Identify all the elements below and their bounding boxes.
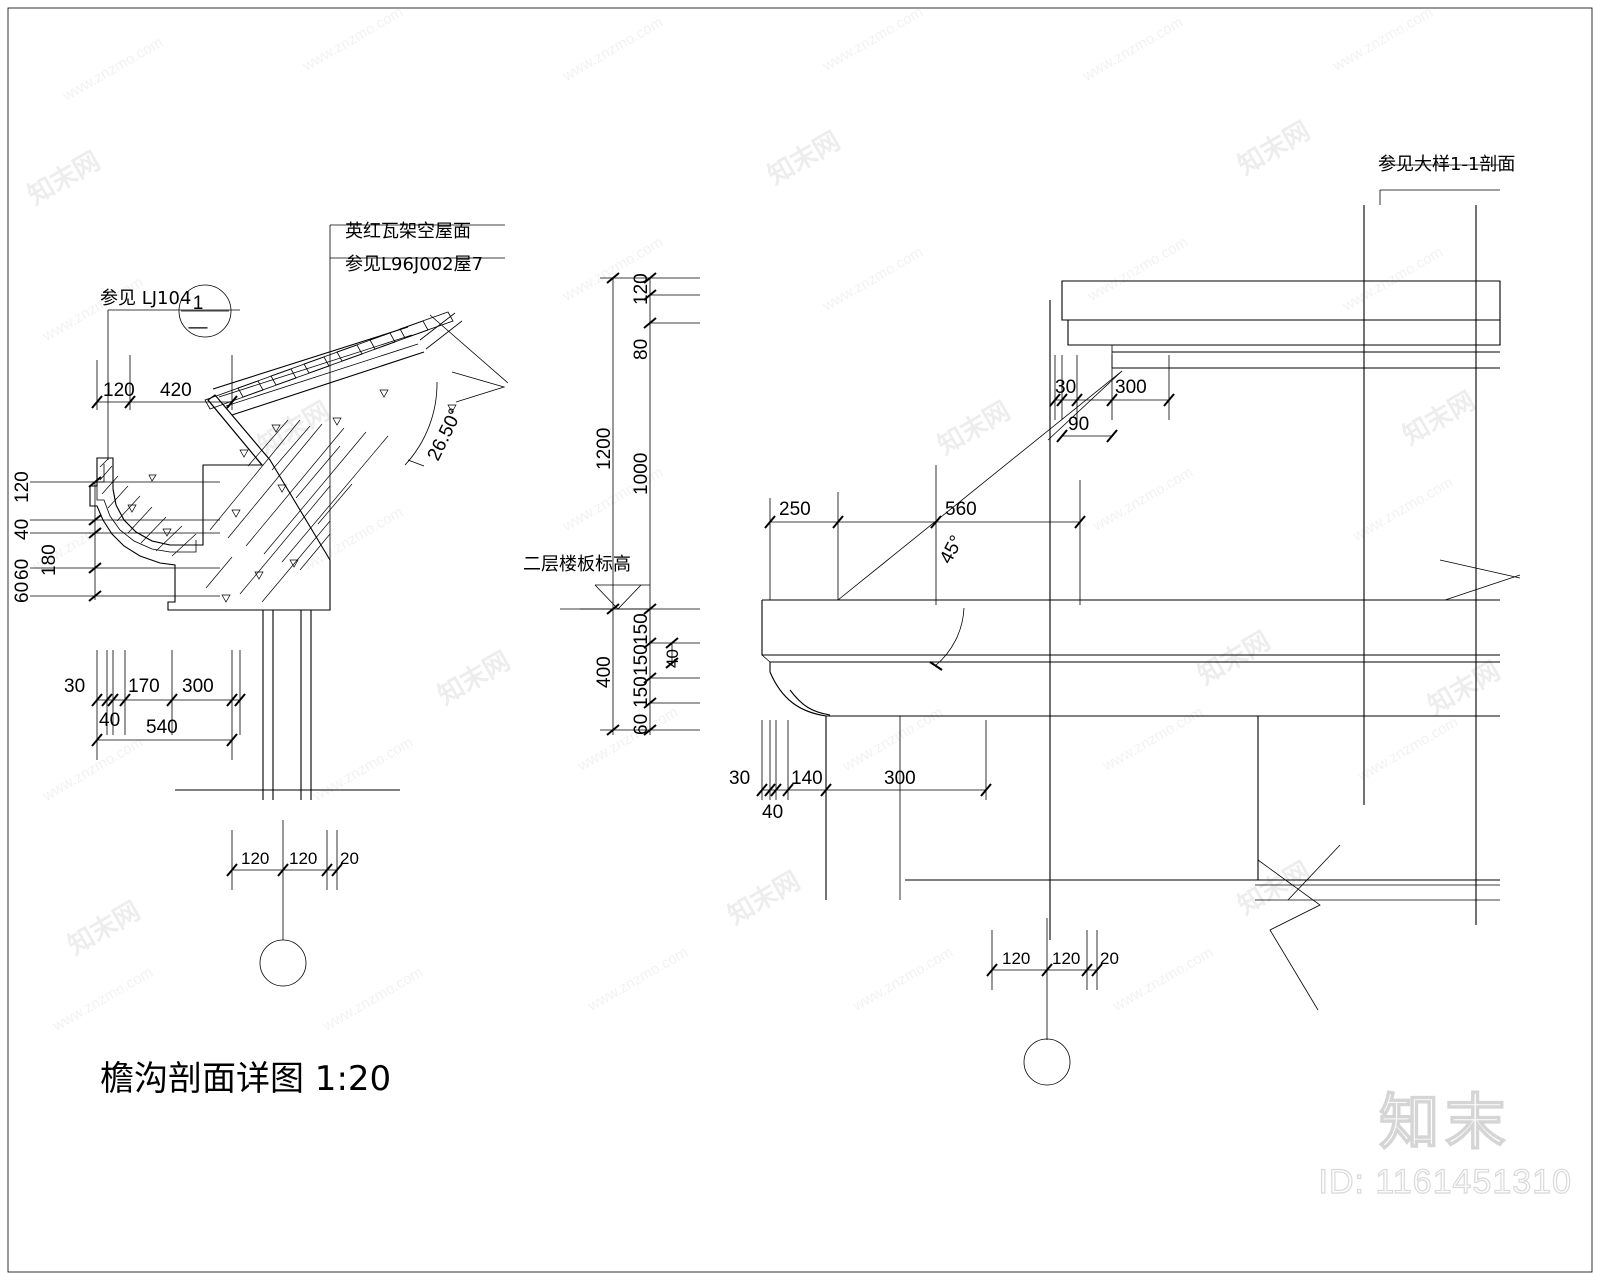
dim-left-v-40: 40: [12, 519, 33, 540]
dim-right-angle-45: 45°: [936, 532, 968, 567]
dim-center-150b: 150: [631, 644, 652, 676]
dim-right-base-120b: 120: [1052, 949, 1080, 968]
dim-right-u-300: 300: [1115, 377, 1147, 398]
right-dims-upper: [1049, 355, 1175, 443]
dim-right-l-300: 300: [884, 768, 916, 789]
dim-left-v-60a: 60: [12, 559, 33, 580]
dim-center-1200: 1200: [594, 428, 615, 470]
dim-left-base-120a: 120: [241, 849, 269, 868]
slope-arrow: [429, 314, 509, 403]
dim-center-60: 60: [631, 714, 652, 735]
dim-left-base-120b: 120: [289, 849, 317, 868]
dim-right-base-120a: 120: [1002, 949, 1030, 968]
right-slope-arrow: [1439, 559, 1521, 601]
left-dims-base: [226, 820, 343, 987]
left-dims-top: [91, 355, 238, 410]
gutter-hatch: [99, 458, 197, 557]
dim-right-u-30: 30: [1055, 377, 1076, 398]
note-floor-elevation: 二层楼板标高: [523, 554, 631, 575]
wall-below: [175, 610, 400, 800]
right-break-symbols: [1255, 844, 1500, 1011]
note-roof-line2: 参见L96J002屋7: [345, 254, 483, 275]
column-grid-bubble: [259, 939, 307, 987]
dim-center-80: 80: [631, 339, 652, 360]
dim-left-v-180: 180: [39, 544, 60, 576]
concrete-symbols: [127, 389, 457, 603]
slope-angle-arc: [404, 381, 438, 467]
dim-center-150a: 150: [631, 613, 652, 645]
roof-tiles: [204, 311, 454, 410]
dim-right-m-250: 250: [779, 499, 811, 520]
dim-center-40: 40: [663, 649, 682, 668]
left-dims-vertical: [30, 476, 220, 602]
bubble-bottom-dash: —: [189, 317, 208, 338]
bubble-top-number: 1: [193, 293, 204, 314]
roof-note-leader: [329, 224, 505, 610]
concrete-hatch: [205, 419, 389, 603]
dim-left-b-540: 540: [146, 717, 178, 738]
dim-right-l-140: 140: [791, 768, 823, 789]
dim-left-top-120: 120: [103, 380, 135, 401]
right-dims-base: [986, 918, 1103, 1086]
left-gutter-section: [89, 224, 509, 800]
dim-center-150c: 150: [631, 676, 652, 708]
dim-center-400: 400: [594, 656, 615, 688]
right-vertical-lines: [1049, 205, 1477, 940]
right-dims-lower: [756, 720, 992, 800]
dim-right-base-20: 20: [1100, 949, 1119, 968]
dim-right-l-40: 40: [762, 802, 783, 823]
reference-bubble: [107, 284, 240, 460]
dim-center-1000: 1000: [631, 453, 652, 495]
dim-left-b-30: 30: [64, 676, 85, 697]
center-dim-chains: [560, 272, 700, 736]
dim-left-b-170: 170: [128, 676, 160, 697]
left-angle-label: 26.50°: [424, 405, 467, 464]
dim-left-v-60b: 60: [12, 582, 33, 603]
dim-left-base-20: 20: [340, 849, 359, 868]
right-cornice-section: [761, 164, 1521, 1011]
dim-right-l-30: 30: [729, 768, 750, 789]
dim-center-120: 120: [631, 273, 652, 305]
sheet-border: [7, 7, 1593, 1273]
dim-left-v-120: 120: [12, 471, 33, 503]
dim-right-m-560: 560: [945, 499, 977, 520]
note-see-detail-1-1: 参见大样1-1剖面: [1378, 154, 1515, 175]
right-dims-mid: [764, 465, 1086, 605]
dim-left-top-420: 420: [160, 380, 192, 401]
note-ref-lj104: 参见 LJ104: [100, 288, 191, 309]
dim-right-u-90: 90: [1068, 414, 1089, 435]
dim-left-b-300: 300: [182, 676, 214, 697]
dim-left-b-40: 40: [99, 710, 120, 731]
right-column-grid-bubble: [1023, 1038, 1071, 1086]
drawing-title: 檐沟剖面详图 1:20: [100, 1059, 391, 1099]
note-roof-line1: 英红瓦架空屋面: [345, 221, 471, 242]
left-dims-bottom: [91, 650, 246, 760]
